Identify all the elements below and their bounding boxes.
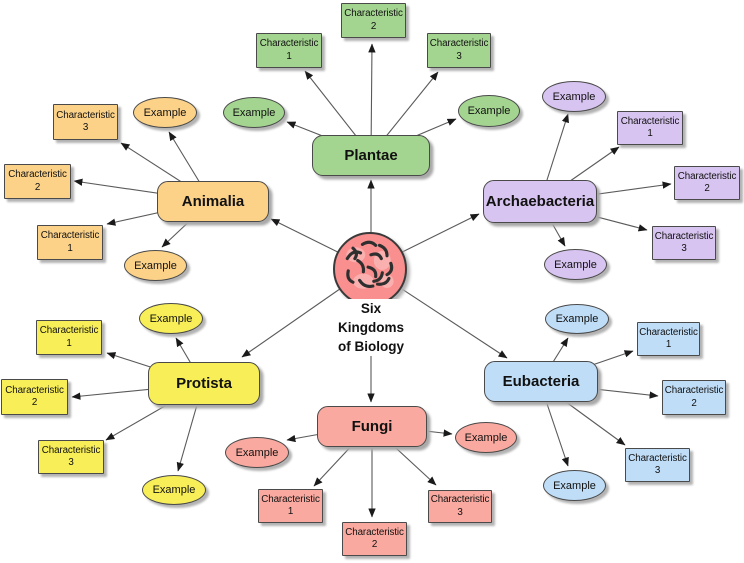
center-topic-circle[interactable] (333, 232, 407, 306)
node-archaebacteria-characteristic-2[interactable]: Characteristic 2 (674, 166, 740, 200)
node-protista-characteristic-2[interactable]: Characteristic 2 (1, 379, 68, 415)
node-kingdom-archaebacteria[interactable]: Archaebacteria (483, 180, 597, 223)
node-plantae-example-2[interactable]: Example (458, 95, 520, 127)
node-plantae-example-1[interactable]: Example (223, 97, 285, 128)
node-animalia-characteristic-3[interactable]: Characteristic 3 (53, 104, 118, 140)
kingdom-label: Fungi (351, 418, 393, 435)
example-label: Example (554, 258, 597, 271)
node-eubacteria-example-2[interactable]: Example (543, 470, 606, 501)
node-eubacteria-example-1[interactable]: Example (545, 304, 609, 334)
characteristic-label: Characteristic 2 (344, 8, 403, 32)
characteristic-label: Characteristic 3 (628, 452, 687, 477)
characteristic-label: Characteristic 3 (430, 494, 490, 518)
node-kingdom-eubacteria[interactable]: Eubacteria (484, 361, 598, 402)
node-plantae-characteristic-3[interactable]: Characteristic 3 (427, 33, 491, 68)
kingdom-label: Eubacteria (502, 373, 580, 390)
node-protista-characteristic-1[interactable]: Characteristic 1 (36, 320, 102, 355)
bacteria-icon (345, 240, 394, 289)
node-eubacteria-characteristic-2[interactable]: Characteristic 2 (662, 380, 726, 415)
node-fungi-example-1[interactable]: Example (225, 437, 289, 468)
example-label: Example (464, 431, 508, 444)
example-label: Example (552, 90, 596, 103)
node-plantae-characteristic-2[interactable]: Characteristic 2 (341, 3, 406, 38)
characteristic-label: Characteristic 2 (345, 526, 404, 551)
node-eubacteria-characteristic-1[interactable]: Characteristic 1 (637, 322, 700, 356)
characteristic-label: Characteristic 1 (639, 326, 698, 351)
node-plantae-characteristic-1[interactable]: Characteristic 1 (256, 33, 322, 68)
node-fungi-characteristic-2[interactable]: Characteristic 2 (342, 522, 407, 556)
node-protista-example-1[interactable]: Example (139, 303, 203, 334)
node-kingdom-animalia[interactable]: Animalia (157, 181, 269, 222)
characteristic-label: Characteristic 3 (654, 230, 714, 255)
node-archaebacteria-example-1[interactable]: Example (542, 81, 606, 112)
example-label: Example (553, 479, 596, 492)
characteristic-label: Characteristic 2 (5, 384, 64, 409)
node-fungi-characteristic-1[interactable]: Characteristic 1 (258, 489, 323, 523)
node-animalia-example-2[interactable]: Example (124, 250, 187, 281)
node-protista-example-2[interactable]: Example (142, 475, 206, 505)
example-label: Example (134, 259, 177, 272)
kingdom-label: Protista (176, 375, 232, 392)
node-fungi-characteristic-3[interactable]: Characteristic 3 (428, 490, 492, 523)
node-kingdom-plantae[interactable]: Plantae (312, 135, 430, 176)
example-label: Example (235, 446, 279, 459)
node-eubacteria-characteristic-3[interactable]: Characteristic 3 (625, 448, 690, 482)
characteristic-label: Characteristic 1 (259, 38, 319, 62)
example-label: Example (555, 313, 599, 325)
characteristic-label: Characteristic 2 (677, 170, 737, 195)
example-label: Example (467, 105, 511, 117)
characteristic-label: Characteristic 2 (664, 385, 724, 409)
characteristic-label: Characteristic 2 (8, 169, 67, 193)
kingdom-label: Archaebacteria (485, 193, 595, 210)
node-archaebacteria-characteristic-3[interactable]: Characteristic 3 (652, 226, 716, 260)
node-archaebacteria-characteristic-1[interactable]: Characteristic 1 (617, 111, 683, 145)
example-label: Example (143, 106, 187, 119)
characteristic-label: Characteristic 1 (39, 325, 99, 349)
characteristic-label: Characteristic 3 (56, 109, 115, 134)
node-animalia-example-1[interactable]: Example (133, 97, 197, 128)
example-label: Example (232, 106, 276, 119)
kingdom-label: Plantae (344, 147, 398, 164)
diagram-title: Six Kingdoms of Biology (326, 299, 416, 356)
node-kingdom-fungi[interactable]: Fungi (317, 406, 427, 447)
characteristic-label: Characteristic 1 (261, 493, 320, 518)
characteristic-label: Characteristic 1 (40, 230, 100, 254)
node-animalia-characteristic-2[interactable]: Characteristic 2 (4, 164, 71, 199)
characteristic-label: Characteristic 3 (429, 38, 489, 62)
characteristic-label: Characteristic 3 (41, 444, 101, 469)
node-kingdom-protista[interactable]: Protista (148, 362, 260, 405)
kingdom-label: Animalia (181, 193, 245, 210)
node-archaebacteria-example-2[interactable]: Example (544, 249, 607, 280)
example-label: Example (149, 312, 193, 325)
node-animalia-characteristic-1[interactable]: Characteristic 1 (37, 225, 103, 260)
example-label: Example (152, 484, 196, 496)
node-fungi-example-2[interactable]: Example (455, 422, 517, 453)
characteristic-label: Characteristic 1 (620, 115, 680, 140)
node-protista-characteristic-3[interactable]: Characteristic 3 (38, 440, 104, 474)
